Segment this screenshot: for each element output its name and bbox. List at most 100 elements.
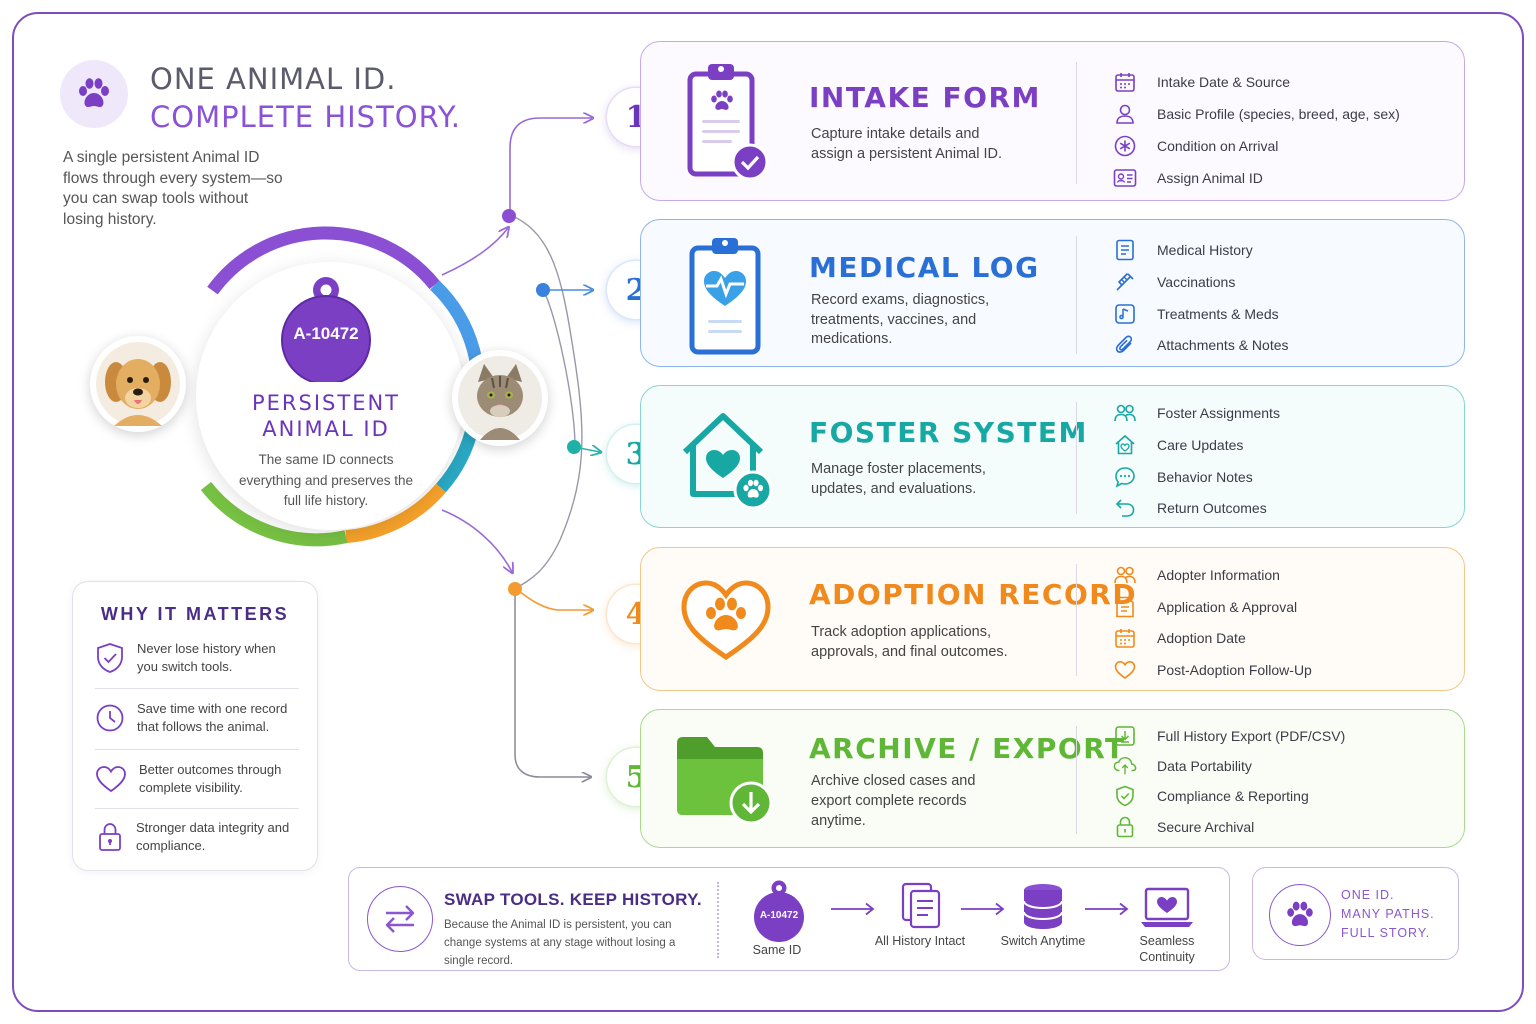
shield-check-icon xyxy=(1113,784,1137,808)
why-item: Better outcomes through complete visibil… xyxy=(95,750,300,808)
feature-item: Medical History xyxy=(1113,237,1253,263)
calendar-icon xyxy=(1113,70,1137,94)
feature-item: Data Portability xyxy=(1113,753,1252,779)
step-card-archive[interactable]: ARCHIVE / EXPORT Archive closed cases an… xyxy=(640,709,1465,848)
feature-item: Condition on Arrival xyxy=(1113,133,1278,159)
arrow-right-icon xyxy=(961,902,1005,916)
heart-outline-icon xyxy=(1113,658,1137,682)
step-title: ARCHIVE / EXPORT xyxy=(809,732,1126,765)
step-description: Record exams, diagnostics, treatments, v… xyxy=(811,292,990,347)
page-frame xyxy=(12,12,1524,1012)
dog-photo xyxy=(90,336,186,432)
persistent-id-title: PERSISTENT ANIMAL ID xyxy=(251,391,400,441)
document-icon xyxy=(1113,238,1137,262)
download-icon xyxy=(1113,724,1137,748)
return-arrow-icon xyxy=(1113,496,1137,520)
step-card-intake[interactable]: INTAKE FORM Capture intake details and a… xyxy=(640,41,1465,201)
paw-badge-icon xyxy=(60,60,128,128)
cat-photo xyxy=(452,350,548,446)
step-card-medical[interactable]: MEDICAL LOG Record exams, diagnostics, t… xyxy=(640,219,1465,367)
dotted-divider xyxy=(717,882,719,958)
clipboard-heart-icon xyxy=(671,220,781,366)
divider xyxy=(1076,62,1077,184)
lock-icon xyxy=(1113,815,1137,839)
documents-icon xyxy=(901,882,941,929)
why-item: Stronger data integrity and compliance. xyxy=(95,808,300,866)
chat-bubble-icon xyxy=(1113,465,1137,489)
flow-step-history: All History Intact xyxy=(874,934,966,948)
step-description: Manage foster placements, updates, and e… xyxy=(811,461,986,497)
arrow-right-icon xyxy=(831,902,875,916)
syringe-icon xyxy=(1113,270,1137,294)
medical-star-icon xyxy=(1113,134,1137,158)
divider xyxy=(95,688,299,689)
step-card-foster[interactable]: FOSTER SYSTEM Manage foster placements, … xyxy=(640,385,1465,528)
step-description: Capture intake details and assign a pers… xyxy=(811,126,1003,162)
why-it-matters-title: WHY IT MATTERS xyxy=(100,604,290,624)
feature-item: Care Updates xyxy=(1113,432,1243,458)
step-title: MEDICAL LOG xyxy=(809,251,1040,284)
feature-item: Vaccinations xyxy=(1113,269,1235,295)
divider xyxy=(95,749,299,750)
feature-item: Secure Archival xyxy=(1113,814,1254,840)
cloud-icon xyxy=(1113,754,1137,778)
step-card-adoption[interactable]: ADOPTION RECORD Track adoption applicati… xyxy=(640,547,1465,691)
why-it-matters-panel: WHY IT MATTERS Never lose history when y… xyxy=(72,581,318,871)
divider xyxy=(1076,236,1077,354)
heart-icon xyxy=(95,765,127,793)
user-icon xyxy=(1113,102,1137,126)
feature-item: Application & Approval xyxy=(1113,594,1297,620)
step-description: Track adoption applications, approvals, … xyxy=(811,624,1008,660)
feature-item: Full History Export (PDF/CSV) xyxy=(1113,723,1345,749)
flow-step-continuity: Seamless Continuity xyxy=(1139,934,1195,964)
people-icon xyxy=(1113,401,1137,425)
tagline-panel: ONE ID. MANY PATHS. FULL STORY. xyxy=(1252,867,1459,960)
shield-check-icon xyxy=(95,642,125,674)
clock-icon xyxy=(95,703,125,733)
step-title: INTAKE FORM xyxy=(809,81,1041,114)
swap-tools-description: Because the Animal ID is persistent, you… xyxy=(444,919,676,967)
feature-item: Adopter Information xyxy=(1113,562,1280,588)
people-icon xyxy=(1113,563,1137,587)
step-title: ADOPTION RECORD xyxy=(809,578,1138,611)
feature-item: Adoption Date xyxy=(1113,625,1246,651)
feature-item: Intake Date & Source xyxy=(1113,69,1290,95)
clipboard-paw-icon xyxy=(671,42,781,200)
application-doc-icon xyxy=(1113,595,1137,619)
step-title: FOSTER SYSTEM xyxy=(809,416,1088,449)
treatment-icon xyxy=(1113,302,1137,326)
feature-item: Assign Animal ID xyxy=(1113,165,1263,191)
why-item: Never lose history when you switch tools… xyxy=(95,629,300,687)
id-tag-label: A-10472 xyxy=(293,324,359,343)
paw-icon xyxy=(1269,884,1331,946)
divider xyxy=(1076,402,1077,514)
feature-item: Compliance & Reporting xyxy=(1113,783,1309,809)
id-tag-small-icon xyxy=(754,880,804,942)
feature-item: Attachments & Notes xyxy=(1113,332,1289,358)
arrow-right-icon xyxy=(1085,902,1129,916)
heart-paw-icon xyxy=(671,548,781,690)
flow-step-switch: Switch Anytime xyxy=(1000,934,1086,948)
tagline-text: ONE ID. MANY PATHS. FULL STORY. xyxy=(1341,888,1435,940)
folder-download-icon xyxy=(671,710,781,847)
page-title-line1: ONE ANIMAL ID. xyxy=(150,62,397,96)
laptop-heart-icon xyxy=(1141,887,1193,927)
flow-step-same-id: Same ID xyxy=(752,943,802,957)
swap-tools-panel: SWAP TOOLS. KEEP HISTORY. Because the An… xyxy=(348,867,1230,971)
id-tag-small-label: A-10472 xyxy=(759,910,799,921)
divider xyxy=(1076,564,1077,676)
page-description: A single persistent Animal ID flows thro… xyxy=(63,149,283,228)
why-item: Save time with one record that follows t… xyxy=(95,689,300,747)
divider xyxy=(95,808,299,809)
lock-icon xyxy=(95,822,124,852)
id-tag-icon xyxy=(281,277,371,382)
calendar-icon xyxy=(1113,626,1137,650)
page-title-line2: COMPLETE HISTORY. xyxy=(150,100,461,134)
persistent-id-description: The same ID connects everything and pres… xyxy=(238,452,414,508)
step-description: Archive closed cases and export complete… xyxy=(811,773,976,829)
divider xyxy=(1076,726,1077,834)
feature-item: Behavior Notes xyxy=(1113,464,1253,490)
feature-item: Return Outcomes xyxy=(1113,495,1267,521)
feature-item: Foster Assignments xyxy=(1113,400,1280,426)
swap-tools-title: SWAP TOOLS. KEEP HISTORY. xyxy=(444,890,702,909)
